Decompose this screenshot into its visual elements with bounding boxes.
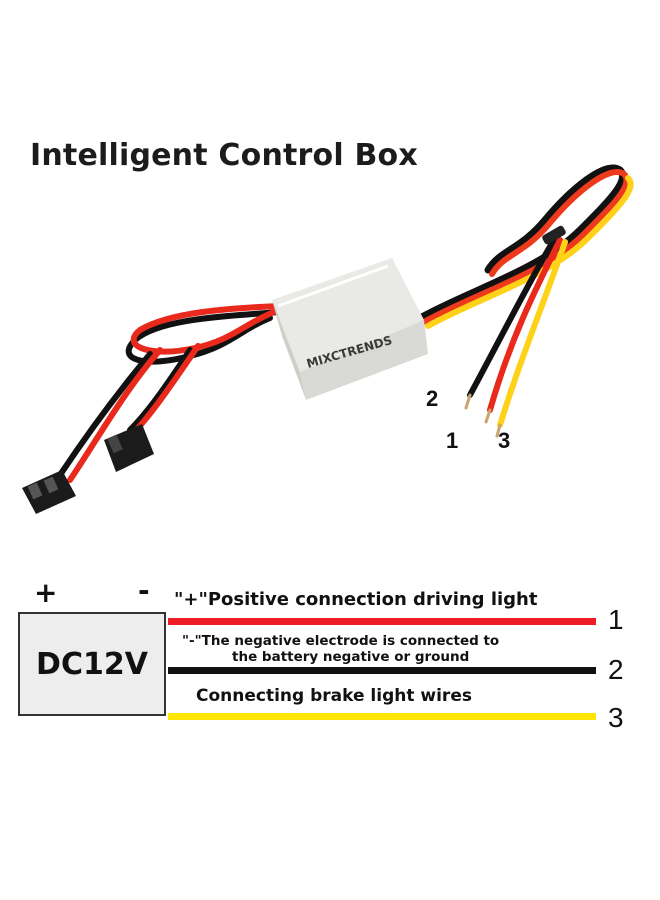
connector-right — [104, 424, 154, 472]
wire-3-label: Connecting brake light wires — [196, 686, 472, 706]
wire-1-line — [168, 618, 596, 625]
wire-tips — [464, 393, 502, 438]
wire-label-1: 1 — [446, 428, 459, 453]
output-wires — [467, 235, 568, 428]
wire-label-3: 3 — [498, 428, 511, 453]
left-wire-loop — [57, 303, 283, 483]
wire-2-label-line1: "-"The negative electrode is connected t… — [182, 633, 500, 649]
wire-2-label-line2: the battery negative or ground — [232, 649, 470, 665]
power-label: DC12V — [36, 646, 148, 682]
connector-left — [22, 470, 76, 514]
power-box: DC12V — [18, 612, 166, 716]
minus-sign: - — [138, 574, 150, 607]
wire-2-number: 2 — [608, 654, 624, 685]
control-box: MIXCTRENDS — [272, 258, 428, 400]
wire-3-number: 3 — [608, 702, 624, 733]
wire-1-label: "+"Positive connection driving light — [174, 589, 538, 610]
wire-label-2: 2 — [426, 386, 439, 411]
page-title: Intelligent Control Box — [30, 138, 418, 173]
wire-1-number: 1 — [608, 604, 624, 635]
right-wire-loop — [416, 164, 634, 329]
zip-tie — [542, 225, 566, 245]
plus-sign: + — [34, 576, 58, 609]
wire-2-line — [168, 667, 596, 674]
product-photo: MIXCTRENDS — [22, 164, 634, 514]
wire-3-line — [168, 713, 596, 720]
